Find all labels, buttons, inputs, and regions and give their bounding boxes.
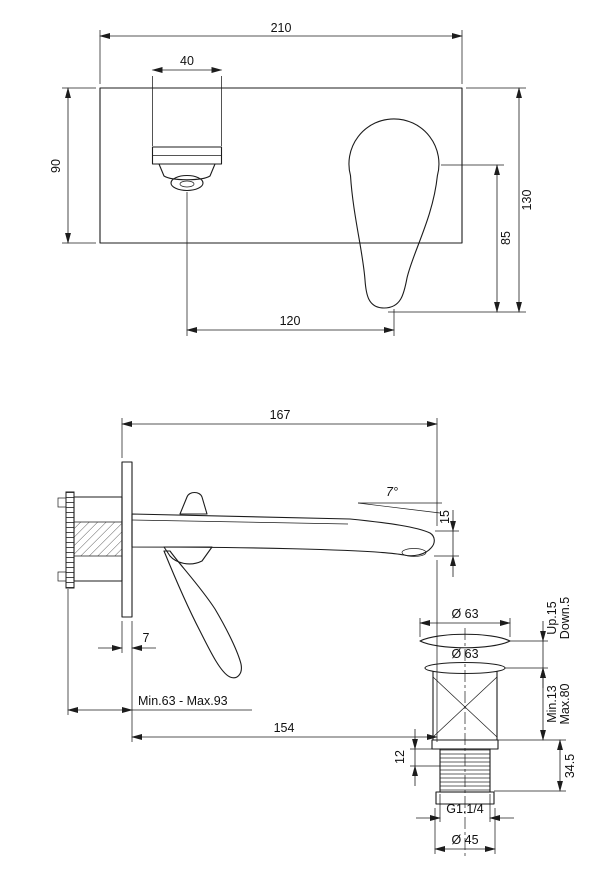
- dim-cap-diameter-top: Ø 63: [419, 607, 511, 637]
- cross-brace-2: [432, 676, 498, 738]
- aerator-inner: [179, 180, 195, 188]
- spout-outlet: [401, 548, 427, 557]
- cartridge-cover: [179, 491, 208, 515]
- dim-thread-size: G1.1/4: [416, 794, 514, 822]
- waste-body: [432, 671, 498, 740]
- mount-screw-top: [57, 497, 67, 508]
- dim-label-210: 210: [271, 21, 292, 35]
- adjustment-sleeve: [65, 491, 75, 589]
- side-view: 167 7° 15 7 Min.63 - Max.93: [57, 408, 459, 742]
- right-extension-lines: [494, 640, 566, 792]
- spout-top-inner-line: [131, 519, 349, 525]
- dim-tail-length: 34.5: [557, 739, 577, 792]
- dim-label-min: Min.13: [545, 685, 559, 723]
- dim-overall-height: 130: [388, 87, 534, 313]
- dim-spout-angle: 7°: [357, 485, 442, 514]
- dim-label-154: 154: [274, 721, 295, 735]
- dim-tip-height: 15: [434, 510, 459, 577]
- dim-centers-distance: 120: [186, 192, 395, 336]
- handle-hub: [163, 546, 213, 565]
- dim-plate-thickness: 7: [98, 621, 156, 653]
- dim-label-up: Up.15: [545, 601, 559, 634]
- dim-label-90: 90: [49, 159, 63, 173]
- spout-outline: [131, 513, 435, 557]
- dim-overall-width: 210: [99, 21, 463, 84]
- dim-label-down: Down.5: [558, 597, 572, 639]
- dim-spout-reach: 154: [131, 560, 438, 742]
- mount-screw-bottom: [57, 571, 67, 582]
- dim-label-7: 7: [143, 631, 150, 645]
- extension-lines: [152, 76, 222, 146]
- spout-front: [151, 146, 223, 192]
- waste-thread: [439, 748, 491, 793]
- wall-plate-side: [121, 461, 133, 618]
- dim-label-34-5: 34.5: [563, 754, 577, 778]
- dim-label-167: 167: [270, 408, 291, 422]
- dim-label-d63-top: Ø 63: [451, 607, 478, 621]
- handle-side: [163, 546, 242, 679]
- drain-view: Ø 63 Ø 63 Up.15 Down.5 Min.13 Max.80 34.…: [393, 597, 577, 858]
- dim-overall-depth: 167: [121, 408, 438, 526]
- aerator-outer: [170, 174, 204, 192]
- dim-body-range: Min.13 Max.80: [540, 667, 572, 741]
- dim-label-15: 15: [438, 510, 452, 524]
- handle-lever: [163, 550, 242, 679]
- angle-slope-line: [357, 502, 441, 514]
- dim-spout-width: 40: [151, 54, 223, 146]
- extension-lines: [121, 418, 438, 526]
- dim-label-max: Max.80: [558, 683, 572, 724]
- dim-label-130: 130: [520, 190, 534, 211]
- extension-lines: [388, 87, 526, 313]
- dim-label-wall-range: Min.63 - Max.93: [138, 694, 228, 708]
- extension-lines: [99, 30, 463, 84]
- dim-plug-stroke: Up.15 Down.5: [540, 597, 572, 688]
- wall-plate-front: [99, 87, 463, 244]
- extension-lines: [410, 748, 440, 767]
- dim-outlet-diameter: Ø 45: [434, 808, 496, 854]
- spout-side: [131, 491, 435, 557]
- dim-label-85: 85: [499, 231, 513, 245]
- dim-label-12: 12: [393, 750, 407, 764]
- dim-plate-height: 90: [49, 87, 96, 244]
- dim-wall-range: Min.63 - Max.93: [67, 589, 252, 715]
- valve-body-hatch: [74, 522, 122, 556]
- dim-handle-drop: 85: [441, 164, 513, 313]
- in-wall-body: [57, 491, 123, 589]
- dim-label-120: 120: [280, 314, 301, 328]
- dim-label-40: 40: [180, 54, 194, 68]
- spout-body-front: [158, 163, 216, 181]
- extension-lines: [131, 560, 438, 742]
- front-view: 210 40 90 130 85 120: [49, 21, 534, 336]
- dim-label-7deg: 7°: [386, 485, 398, 499]
- waste-outlet: [435, 791, 495, 805]
- dim-label-d45: Ø 45: [451, 833, 478, 847]
- extension-lines: [434, 530, 459, 557]
- dim-label-thread: G1.1/4: [446, 802, 484, 816]
- dim-label-d63-bottom: Ø 63: [451, 647, 478, 661]
- handle-front: [348, 118, 440, 309]
- dim-tail-top: 12: [393, 729, 440, 786]
- extension-lines: [62, 87, 96, 244]
